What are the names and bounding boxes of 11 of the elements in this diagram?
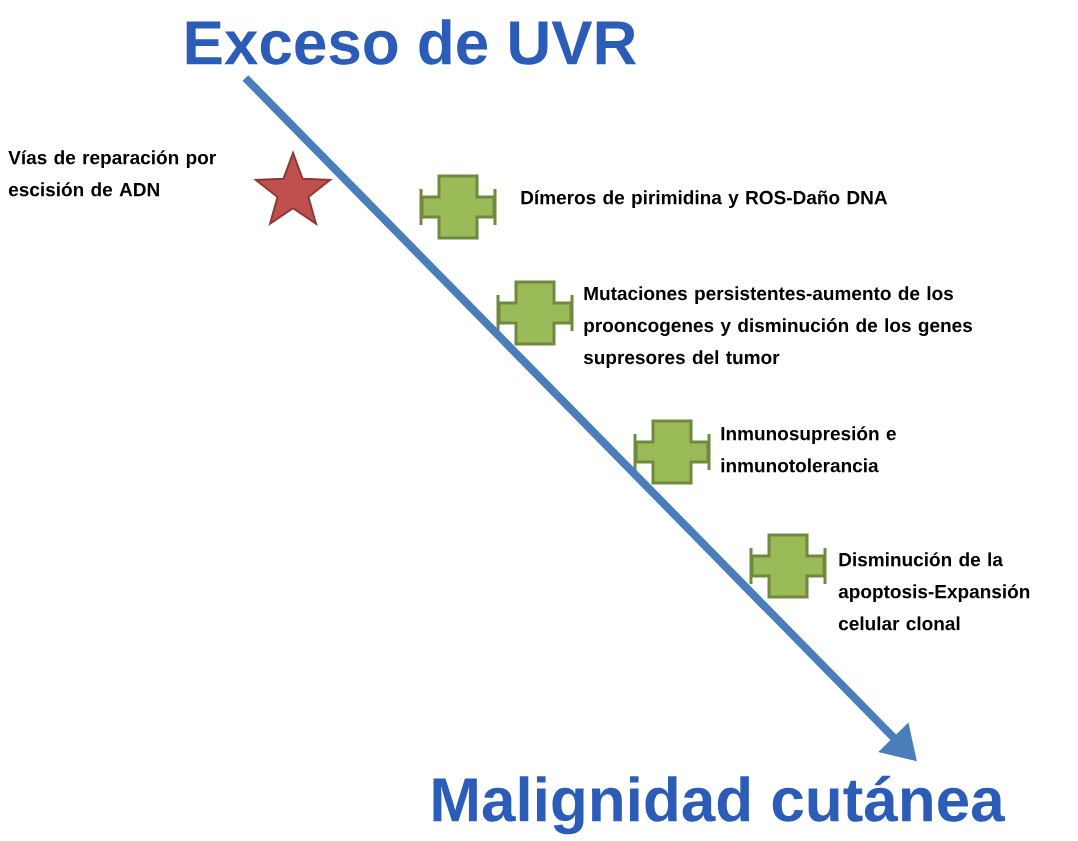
title-text: Exceso de UVR xyxy=(186,19,637,65)
cross-shape xyxy=(749,533,827,599)
cross-shape xyxy=(419,174,497,240)
cross-shape xyxy=(633,419,711,485)
label-text: Inmunosupresión e inmunotolerancia xyxy=(721,426,896,473)
cross-shape xyxy=(496,280,574,346)
label-text: Mutaciones persistentes-aumento de los prooncogenes y disminución de los genes supresores del tumor xyxy=(583,286,972,368)
title-text: Malignidad cutánea xyxy=(433,775,1006,835)
label-text: Dímeros de pirimidina y ROS-Daño DNA xyxy=(521,190,888,209)
label-text: Vías de reparación por escisión de ADN xyxy=(8,150,216,197)
label-text: Disminución de la apoptosis-Expansión celular clonal xyxy=(838,552,1030,631)
